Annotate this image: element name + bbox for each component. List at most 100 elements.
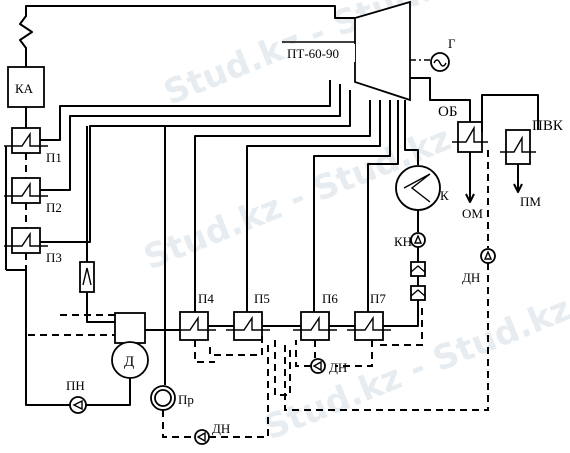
drain-center-return [295,340,311,367]
return-water-label: ОМ [462,206,483,221]
peak-boiler-label: ПВК [532,118,564,134]
drain-pump-bottom-arrow [196,431,206,443]
heater-p7: П7 [347,291,391,341]
drain-pump-center-arrow [312,360,322,372]
deaerator: Д [111,312,149,379]
feed-pump: ПН [66,378,87,414]
heater-p4-label: П4 [198,291,214,306]
deaerator-tank [114,312,146,344]
feed-pump-arrow [72,399,83,411]
drain-pump-right-label: ДН [462,270,480,285]
heater-p5-label: П5 [254,291,270,306]
extraction-p3 [40,90,351,243]
cond-from-pumps [383,300,419,327]
supply-water-arrow [513,183,523,193]
feed-pump-discharge [6,269,70,406]
main-heater-coil [452,125,488,143]
heater-p3-label: П3 [46,250,62,265]
heater-p7-box [354,311,384,341]
main-heater-box [457,121,483,153]
feed-pump-symbol [69,396,87,414]
turbine-label-bg [285,44,355,62]
condenser-vessel [395,165,441,211]
expander-drain [162,410,194,438]
heater-p2-coil [4,181,48,197]
drain-pump-bottom-label: ДН [212,421,230,436]
boiler: КА [7,66,45,108]
turbine-label: ПТ-60-90 [287,46,339,61]
peak-boiler-coil [500,135,536,153]
heater-p4-coil [172,315,216,331]
condenser: К [395,165,449,211]
main-steam-line [19,5,355,67]
supply-water-label: ПМ [520,194,541,209]
ejector-heater [79,261,95,293]
cooler-drain [380,308,423,346]
drain-p5-p4 [209,336,263,356]
feed-pump-suction [86,378,131,406]
network-to-peak [481,94,539,132]
heater-p6: П6 [293,291,338,341]
expander: Пр [150,385,194,411]
ob-drain-return [284,263,489,411]
generator-label: Г [448,36,456,51]
return-water-arrow [465,193,475,203]
heater-p3: П3 [4,227,62,265]
heater-p7-label: П7 [370,291,386,306]
drain-p7 [335,340,373,367]
drain-pump-right-arrow [483,250,493,260]
ejector-cooler-2 [410,285,426,301]
heater-p3-coil [4,231,48,247]
peak-boiler-box [505,129,531,165]
heater-p2: П2 [4,177,62,215]
heater-p2-label: П2 [46,200,62,215]
feed-pump-label: ПН [66,378,85,393]
drain-pump-center-label: ДН [329,360,347,375]
drain-pump-center: ДН [310,358,347,375]
condenser-label: К [440,188,449,203]
ejector-heater-coil [82,267,92,286]
expander-label: Пр [178,392,194,407]
turbine: ПТ-60-90 [282,0,411,102]
extraction-p7 [367,100,399,312]
ejector-to-deaerator [86,292,115,323]
heater-p5-coil [226,315,270,331]
generator-wave [433,59,447,67]
heater-p6-coil [293,315,337,331]
drain-p5 [274,340,291,396]
heater-p1: П1 [4,127,62,165]
heater-p6-label: П6 [322,291,338,306]
condensate-pump: КН [394,232,426,249]
boiler-label: КА [15,81,34,96]
heater-p1-label: П1 [46,150,62,165]
ejector-cooler-2-coil [410,289,426,297]
peak-boiler: ПВК [500,118,564,165]
heater-p7-coil [347,315,391,331]
exhaust-to-condenser [404,100,419,165]
heater-p1-coil [4,131,48,147]
turbine-casing [354,0,411,102]
extraction-p2 [40,84,341,191]
extraction-p5 [246,100,381,312]
ejector-cooler-1-coil [410,265,426,273]
heater-p5: П5 [226,291,270,341]
extraction-p6 [313,100,391,312]
condenser-coil [403,173,431,203]
main-heater: ОБ [438,104,488,153]
condensate-pump-arrow [413,234,423,244]
main-heater-label: ОБ [438,104,457,120]
deaerator-label: Д [124,354,134,370]
extraction-p1 [40,80,331,141]
heater-p6-box [300,311,330,341]
expander-inner [154,389,172,407]
generator: Г [430,36,456,72]
extraction-p4 [194,100,371,312]
ejector-cooler-1 [410,261,426,277]
heating-extraction [410,77,471,122]
condensate-pump-label: КН [394,234,412,249]
heater-p5-box [233,311,263,341]
heater-p4-box [179,311,209,341]
drain-p4 [194,340,215,363]
